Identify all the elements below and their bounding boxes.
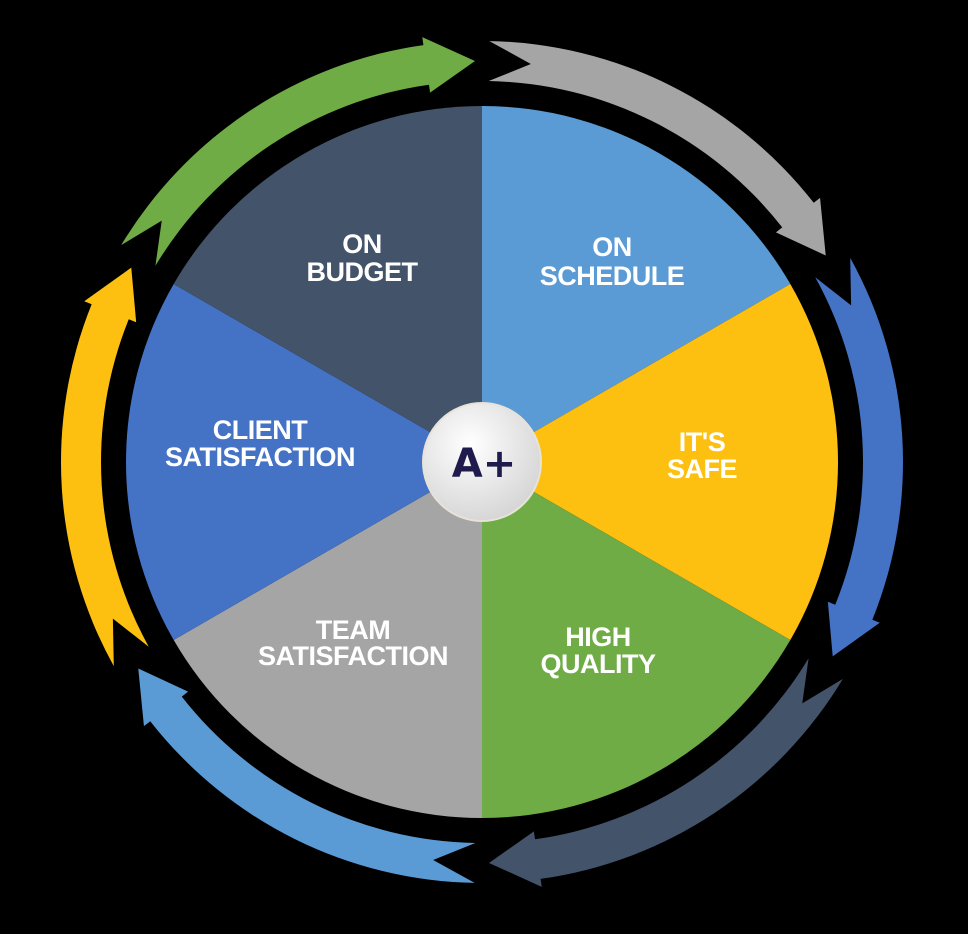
cycle-arrow-1 (488, 41, 826, 256)
segment-its-safe (482, 284, 838, 640)
cycle-arrow-3 (488, 658, 843, 887)
cycle-arrow-2 (815, 257, 904, 657)
segment-on-budget (173, 106, 483, 462)
pie-segments (126, 106, 838, 818)
segment-high-quality (482, 462, 791, 818)
segment-client-satisfaction (126, 284, 483, 640)
cycle-arrow-5 (60, 267, 149, 667)
cycle-arrows (60, 37, 904, 887)
cycle-arrow-6 (121, 37, 476, 266)
segment-team-satisfaction (173, 462, 483, 818)
cycle-arrow-4 (138, 668, 476, 883)
center-grade-label: A+ (452, 441, 516, 487)
center-badge (422, 402, 542, 522)
segment-on-schedule (482, 106, 791, 462)
